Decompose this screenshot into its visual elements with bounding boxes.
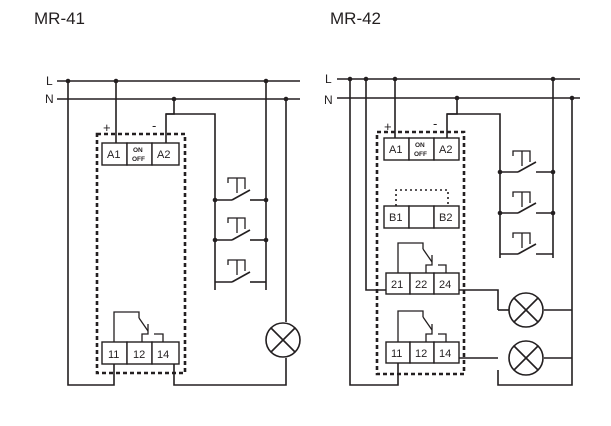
- terminal-14: 14: [157, 349, 169, 361]
- output-terminals-1-mr42: 11 12 14: [385, 341, 460, 364]
- polarity-plus: +: [384, 119, 392, 134]
- terminal-b1: B1: [389, 212, 402, 224]
- output-terminals-2-mr42: 21 22 24: [385, 272, 460, 295]
- polarity-minus: -: [152, 118, 156, 133]
- pushbutton-icon: [215, 259, 266, 283]
- terminal-22: 22: [415, 279, 427, 291]
- diagram-mr42: MR-42 L N A1 ON OFF A2 + - B1: [324, 9, 580, 386]
- terminal-24: 24: [439, 279, 451, 291]
- lamp-icon: [508, 292, 544, 328]
- pushbutton-icon: [212, 177, 269, 203]
- switch-on-label: ON: [415, 142, 425, 149]
- pushbutton-icon: [212, 217, 269, 243]
- module-outline-mr42: [375, 130, 466, 376]
- output-terminals-mr41: 11 12 14: [101, 341, 180, 365]
- terminal-21: 21: [391, 279, 403, 291]
- terminal-12: 12: [133, 349, 145, 361]
- diagram-title-mr41: MR-41: [34, 9, 85, 28]
- relay-contact-icon: [397, 310, 447, 342]
- switch-on-label: ON: [133, 147, 143, 154]
- terminal-a2: A2: [157, 149, 170, 161]
- terminal-b2: B2: [439, 212, 452, 224]
- relay-contact-icon: [113, 311, 164, 342]
- bridge-terminals-mr42: B1 B2: [383, 205, 460, 229]
- polarity-plus: +: [103, 120, 111, 135]
- terminal-11: 11: [108, 349, 119, 361]
- switch-off-label: OFF: [132, 156, 145, 163]
- module-outline-mr41: [95, 132, 187, 375]
- bus-label-n: N: [45, 92, 54, 106]
- terminal-12: 12: [415, 348, 427, 360]
- pushbutton-icon: [497, 150, 556, 175]
- bus-label-l: L: [325, 72, 332, 86]
- bus-label-l: L: [46, 74, 53, 88]
- lamp-icon: [508, 340, 544, 376]
- terminal-14: 14: [439, 348, 451, 360]
- supply-terminals-mr42: A1 ON OFF A2: [383, 137, 460, 161]
- relay-contact-icon: [397, 242, 447, 273]
- terminal-11: 11: [391, 348, 402, 360]
- supply-terminals-mr41: A1 ON OFF A2: [101, 142, 180, 166]
- pushbutton-icon: [497, 191, 556, 216]
- terminal-a1: A1: [389, 144, 402, 156]
- polarity-minus: -: [433, 116, 437, 131]
- switch-off-label: OFF: [414, 151, 427, 158]
- lamp-icon: [265, 322, 301, 358]
- pushbutton-icon: [500, 232, 553, 255]
- terminal-a2: A2: [439, 144, 452, 156]
- bus-label-n: N: [324, 93, 333, 107]
- terminal-a1: A1: [107, 149, 120, 161]
- diagram-mr41: MR-41 L N A1 ON OFF A2 + - 11: [34, 9, 301, 386]
- diagram-title-mr42: MR-42: [330, 9, 381, 28]
